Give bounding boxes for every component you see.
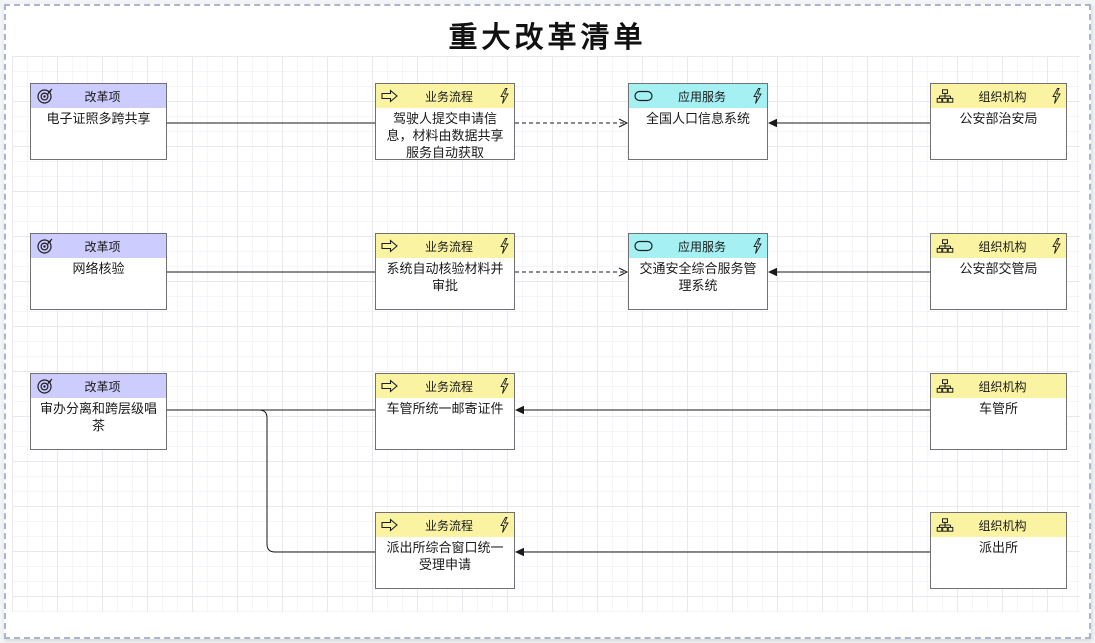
service-stadium-icon bbox=[634, 90, 654, 102]
process-arrow-icon bbox=[381, 518, 401, 532]
node-header: 业务流程 bbox=[376, 374, 514, 398]
goal-target-icon bbox=[36, 237, 56, 255]
node-header: 应用服务 bbox=[629, 234, 767, 258]
lightning-icon bbox=[1049, 88, 1061, 104]
org-chart-icon bbox=[936, 517, 956, 533]
node-name: 车管所 bbox=[978, 401, 1018, 416]
node-header: 业务流程 bbox=[376, 84, 514, 108]
node-process-1[interactable]: 业务流程 驾驶人提交申请信息，材料由数据共享服务自动获取 bbox=[375, 83, 515, 160]
node-name: 网络核验 bbox=[72, 261, 125, 276]
node-type-label: 业务流程 bbox=[424, 89, 473, 104]
connector-org2-appservice2[interactable] bbox=[768, 267, 936, 277]
node-type-label: 改革项 bbox=[84, 89, 121, 104]
node-type-label: 改革项 bbox=[84, 239, 121, 254]
node-header: 业务流程 bbox=[376, 234, 514, 258]
node-name: 驾驶人提交申请信息，材料由数据共享服务自动获取 bbox=[386, 111, 504, 160]
node-reform-item-2[interactable]: 改革项 网络核验 bbox=[30, 233, 167, 310]
node-header: 改革项 bbox=[31, 84, 166, 108]
connector-org1-appservice1[interactable] bbox=[768, 118, 936, 128]
node-reform-item-3[interactable]: 改革项 审办分离和跨层级唱茶 bbox=[30, 373, 167, 450]
process-arrow-icon bbox=[381, 239, 401, 253]
node-reform-item-1[interactable]: 改革项 电子证照多跨共享 bbox=[30, 83, 167, 160]
node-name: 公安部交管局 bbox=[959, 261, 1038, 276]
node-process-2[interactable]: 业务流程 系统自动核验材料并审批 bbox=[375, 233, 515, 310]
node-name: 电子证照多跨共享 bbox=[46, 111, 151, 126]
node-type-label: 业务流程 bbox=[424, 518, 473, 533]
node-process-4[interactable]: 业务流程 派出所综合窗口统一受理申请 bbox=[375, 512, 515, 589]
node-header: 组织机构 bbox=[931, 84, 1066, 108]
node-type-label: 应用服务 bbox=[677, 89, 726, 104]
node-header: 组织机构 bbox=[931, 234, 1066, 258]
node-type-label: 改革项 bbox=[84, 379, 121, 394]
node-type-label: 应用服务 bbox=[677, 239, 726, 254]
diagram-title: 重大改革清单 bbox=[448, 22, 647, 54]
node-type-label: 组织机构 bbox=[978, 518, 1027, 533]
node-name: 派出所综合窗口统一受理申请 bbox=[386, 540, 504, 572]
node-header: 组织机构 bbox=[931, 374, 1066, 398]
lightning-icon bbox=[497, 238, 509, 254]
process-arrow-icon bbox=[381, 89, 401, 103]
connector-process2-appservice2[interactable] bbox=[515, 267, 629, 277]
node-name: 车管所统一邮寄证件 bbox=[386, 401, 504, 416]
org-chart-icon bbox=[936, 238, 956, 254]
node-header: 业务流程 bbox=[376, 513, 514, 537]
lightning-icon bbox=[750, 238, 762, 254]
node-type-label: 组织机构 bbox=[978, 379, 1027, 394]
node-organization-1[interactable]: 组织机构 公安部治安局 bbox=[930, 83, 1067, 160]
node-header: 改革项 bbox=[31, 374, 166, 398]
goal-target-icon bbox=[36, 377, 56, 395]
org-chart-icon bbox=[936, 378, 956, 394]
node-organization-4[interactable]: 组织机构 派出所 bbox=[930, 512, 1067, 589]
node-name: 全国人口信息系统 bbox=[645, 111, 750, 126]
node-process-3[interactable]: 业务流程 车管所统一邮寄证件 bbox=[375, 373, 515, 450]
node-type-label: 业务流程 bbox=[424, 239, 473, 254]
org-chart-icon bbox=[936, 88, 956, 104]
lightning-icon bbox=[497, 517, 509, 533]
process-arrow-icon bbox=[381, 379, 401, 393]
node-type-label: 组织机构 bbox=[978, 239, 1027, 254]
node-app-service-1[interactable]: 应用服务 全国人口信息系统 bbox=[628, 83, 768, 160]
node-header: 改革项 bbox=[31, 234, 166, 258]
node-name: 公安部治安局 bbox=[959, 111, 1038, 126]
canvas-grid bbox=[12, 56, 1080, 612]
node-name: 审办分离和跨层级唱茶 bbox=[39, 401, 157, 433]
node-name: 系统自动核验材料并审批 bbox=[386, 261, 504, 293]
lightning-icon bbox=[1049, 238, 1061, 254]
connector-process1-appservice1[interactable] bbox=[515, 118, 629, 128]
node-header: 应用服务 bbox=[629, 84, 767, 108]
lightning-icon bbox=[497, 88, 509, 104]
node-type-label: 业务流程 bbox=[424, 379, 473, 394]
node-type-label: 组织机构 bbox=[978, 89, 1027, 104]
node-organization-2[interactable]: 组织机构 公安部交管局 bbox=[930, 233, 1067, 310]
goal-target-icon bbox=[36, 87, 56, 105]
service-stadium-icon bbox=[634, 240, 654, 252]
node-name: 交通安全综合服务管理系统 bbox=[639, 261, 757, 293]
node-name: 派出所 bbox=[978, 540, 1018, 555]
connector-reform3-process4[interactable] bbox=[167, 409, 375, 553]
lightning-icon bbox=[497, 378, 509, 394]
connector-org4-process4[interactable] bbox=[515, 547, 936, 557]
node-header: 组织机构 bbox=[931, 513, 1066, 537]
connector-org3-process3[interactable] bbox=[515, 405, 936, 415]
lightning-icon bbox=[750, 88, 762, 104]
node-app-service-2[interactable]: 应用服务 交通安全综合服务管理系统 bbox=[628, 233, 768, 310]
node-organization-3[interactable]: 组织机构 车管所 bbox=[930, 373, 1067, 450]
